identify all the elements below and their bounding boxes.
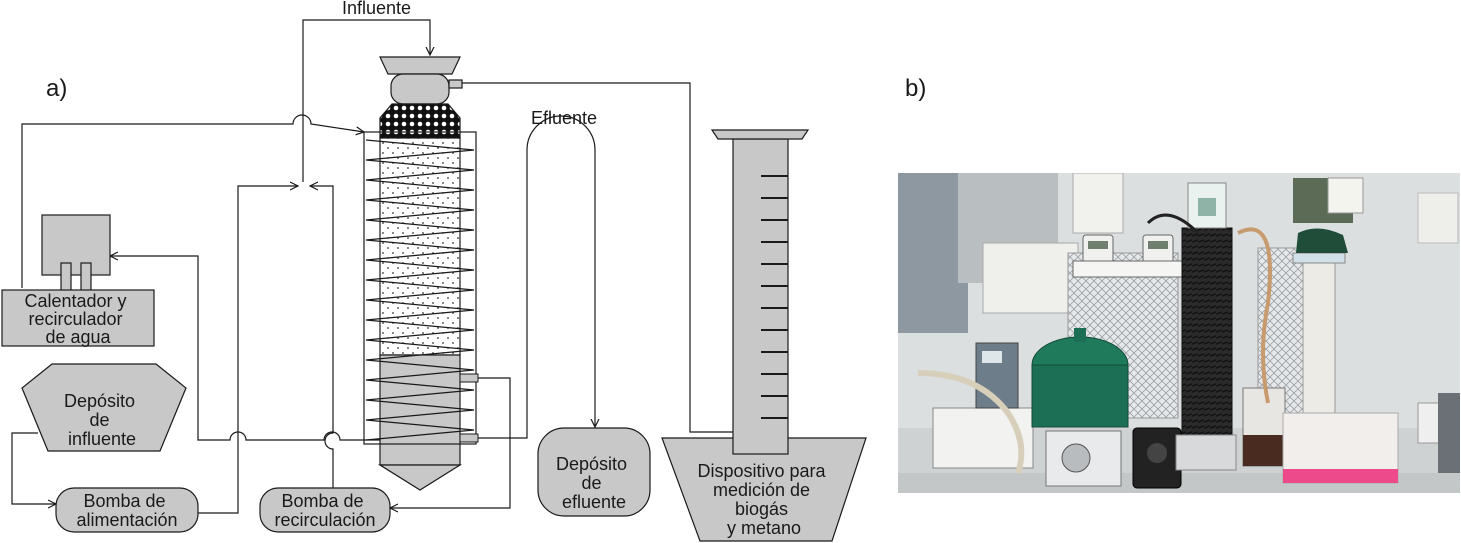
heater-body bbox=[41, 214, 111, 276]
tubing-biogas bbox=[1237, 227, 1272, 404]
effluent-label: Efluente bbox=[531, 108, 597, 128]
tubing-top bbox=[1146, 213, 1200, 235]
biogas-line bbox=[462, 82, 758, 433]
wall-note bbox=[1417, 192, 1459, 244]
influent-tank-body bbox=[21, 363, 187, 452]
effluent-tank-body bbox=[537, 427, 651, 517]
recirc-pump-body bbox=[259, 487, 391, 533]
feed-outlet-line bbox=[198, 186, 298, 514]
poster bbox=[982, 242, 1079, 314]
panel-b-label: b) bbox=[905, 75, 926, 102]
window bbox=[898, 173, 968, 333]
feed-pump: Bomba de alimentación bbox=[55, 487, 199, 533]
peristaltic-pump-left bbox=[1045, 430, 1122, 487]
effluent-line bbox=[460, 115, 595, 439]
stirrer-base bbox=[1175, 434, 1237, 471]
green-pot bbox=[1031, 364, 1129, 428]
heater-supply-line bbox=[21, 114, 364, 288]
biogas-device-label: Dispositivo para medición de biogás y me… bbox=[697, 461, 830, 538]
cylinder-cap bbox=[710, 129, 810, 140]
recirc-pump: Bomba de recirculación bbox=[259, 487, 391, 533]
pump-head-left bbox=[1061, 443, 1091, 473]
pump-head-right bbox=[1147, 443, 1167, 463]
gas-tray-base bbox=[1283, 469, 1398, 483]
wall-sign bbox=[1327, 177, 1364, 214]
panel-a-label: a) bbox=[46, 75, 67, 102]
cylinder-graduations bbox=[761, 175, 788, 419]
lab-photo-illustration bbox=[898, 173, 1460, 493]
biogas-device: Dispositivo para medición de biogás y me… bbox=[661, 129, 867, 542]
heater-base bbox=[1, 289, 155, 347]
liquid-zone bbox=[379, 354, 461, 466]
recirc-port bbox=[459, 373, 479, 383]
timer-display-right bbox=[1148, 241, 1168, 249]
green-pot-knob bbox=[1074, 328, 1086, 342]
influent-tank-label: Depósito de influente bbox=[64, 391, 140, 449]
recirc-suction-line bbox=[390, 377, 511, 508]
influent-tank-line bbox=[11, 432, 56, 504]
influent-tank: Depósito de influente bbox=[21, 363, 187, 452]
power-strip bbox=[1072, 260, 1184, 278]
heater-pipe-left bbox=[60, 262, 72, 292]
feed-pump-label: Bomba de alimentación bbox=[76, 491, 177, 530]
timer-display-left bbox=[1088, 241, 1108, 249]
feed-pump-body bbox=[55, 487, 199, 533]
water-heater: Calentador y recirculador de agua bbox=[1, 214, 155, 347]
heater-pipe-right bbox=[80, 262, 92, 292]
packed-bed bbox=[379, 137, 461, 356]
notice bbox=[1072, 173, 1124, 234]
effluent-tank: Depósito de efluente bbox=[537, 427, 651, 517]
reactor-cone bbox=[377, 464, 463, 491]
measuring-cylinder bbox=[732, 138, 789, 455]
green-cloth bbox=[1296, 228, 1348, 253]
reactor-head bbox=[390, 73, 450, 105]
biogas-basin bbox=[661, 437, 867, 542]
separator-mesh bbox=[379, 103, 461, 139]
effluent-liquid bbox=[1243, 435, 1285, 466]
reactor-head-inner bbox=[1198, 198, 1216, 216]
tubing-left bbox=[917, 370, 1025, 474]
glass-bottle bbox=[1417, 402, 1441, 444]
reactor bbox=[363, 56, 479, 491]
reactor-column bbox=[1181, 227, 1233, 439]
recirc-pump-label: Bomba de recirculación bbox=[274, 491, 375, 530]
reactor-inlet-funnel bbox=[379, 56, 461, 75]
heating-coil bbox=[365, 139, 475, 441]
heater-display bbox=[982, 351, 1002, 363]
influent-line bbox=[302, 19, 430, 182]
heater-label: Calentador y recirculador de agua bbox=[24, 291, 131, 347]
metal-stand bbox=[1438, 393, 1460, 473]
influent-label: Influente bbox=[342, 0, 411, 18]
effluent-port bbox=[459, 433, 479, 443]
recirc-up-line bbox=[310, 186, 334, 488]
lab-photo bbox=[898, 173, 1460, 493]
biogas-outlet bbox=[448, 79, 463, 89]
effluent-tank-label: Depósito de efluente bbox=[556, 454, 632, 512]
heating-jacket bbox=[363, 131, 477, 445]
gas-column-cap bbox=[1292, 252, 1346, 264]
heater-return-line bbox=[110, 256, 460, 441]
